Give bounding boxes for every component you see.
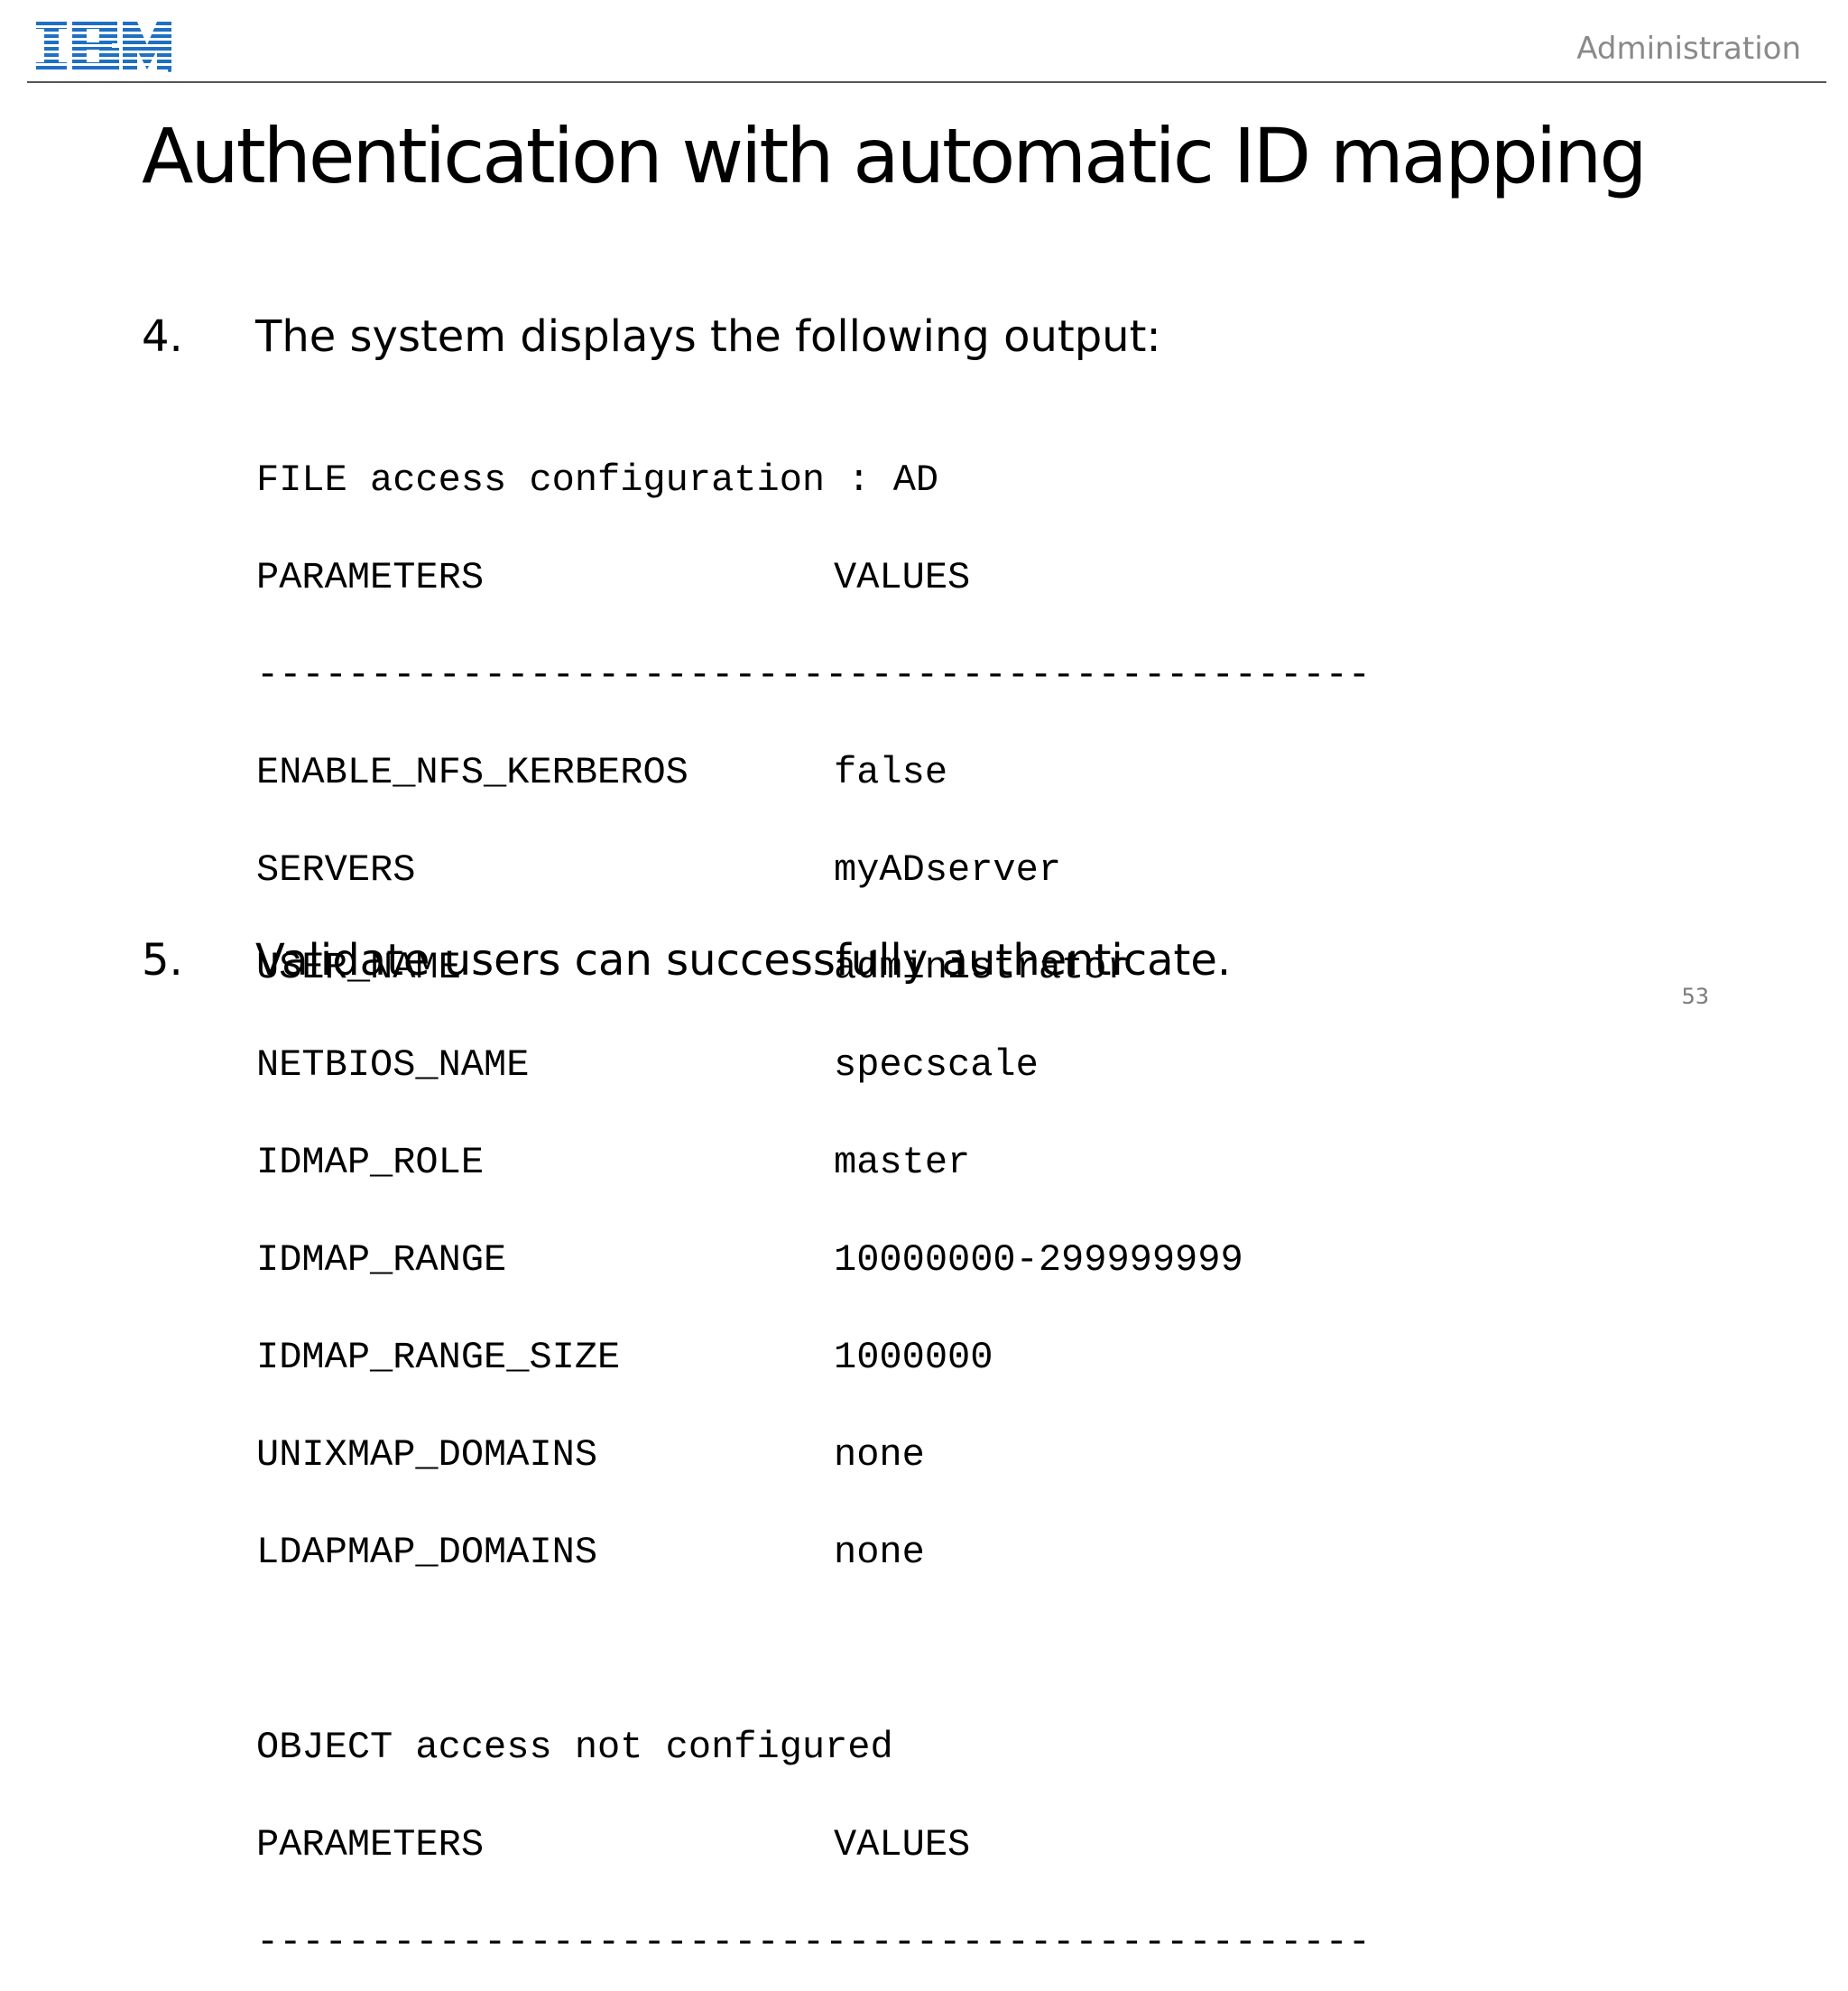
table-row: IDMAP_RANGE 10000000-299999999: [256, 1238, 1371, 1282]
param-value: 10000000-299999999: [834, 1238, 1243, 1282]
param-value: none: [834, 1531, 925, 1574]
param-name: USER_NAME: [256, 946, 461, 989]
step-number: 5.: [142, 935, 183, 986]
parameters-header: PARAMETERS: [256, 556, 485, 599]
table-row: USER_NAME administrator: [256, 946, 1371, 989]
step-text: The system displays the following output…: [255, 311, 1161, 362]
param-name: IDMAP_RANGE: [256, 1238, 507, 1282]
parameters-header: PARAMETERS: [256, 1823, 485, 1866]
slide-title: Authentication with automatic ID mapping: [142, 112, 1648, 200]
param-name: IDMAP_ROLE: [256, 1141, 485, 1184]
param-value: administrator: [834, 946, 1130, 989]
separator-line: ----------------------------------------…: [256, 653, 1372, 697]
param-value: 1000000: [834, 1336, 993, 1379]
table-header: PARAMETERS VALUES: [256, 1823, 1371, 1866]
table-row: IDMAP_ROLE master: [256, 1141, 1371, 1184]
table-row: UNIXMAP_DOMAINS none: [256, 1433, 1371, 1477]
param-name: LDAPMAP_DOMAINS: [256, 1531, 598, 1574]
file-heading: FILE access configuration : AD: [256, 458, 939, 502]
object-heading: OBJECT access not configured: [256, 1726, 893, 1769]
step-number: 4.: [142, 311, 183, 362]
table-row: IDMAP_RANGE_SIZE 1000000: [256, 1336, 1371, 1379]
param-name: IDMAP_RANGE_SIZE: [256, 1336, 621, 1379]
param-value: specscale: [834, 1043, 1039, 1087]
step-4: 4. The system displays the following outp…: [142, 310, 1161, 364]
param-name: ENABLE_NFS_KERBEROS: [256, 751, 688, 794]
table-row: SERVERS myADserver: [256, 848, 1371, 892]
header-divider: [27, 81, 1826, 83]
param-value: master: [834, 1141, 971, 1184]
values-header: VALUES: [834, 556, 971, 599]
step-text: Validate users can successfully authenti…: [255, 935, 1232, 986]
param-name: UNIXMAP_DOMAINS: [256, 1433, 598, 1477]
blank-line: [256, 1634, 1371, 1666]
table-row: LDAPMAP_DOMAINS none: [256, 1531, 1371, 1574]
page-number: 53: [1681, 984, 1709, 1009]
console-output: FILE access configuration : AD PARAMETER…: [256, 399, 1371, 1991]
param-name: NETBIOS_NAME: [256, 1043, 530, 1087]
param-value: myADserver: [834, 848, 1062, 892]
table-row: NETBIOS_NAME specscale: [256, 1043, 1371, 1087]
param-name: SERVERS: [256, 848, 416, 892]
param-value: none: [834, 1433, 925, 1477]
step-5: 5. Validate users can successfully authen…: [142, 933, 1231, 987]
section-label: Administration: [1576, 31, 1801, 67]
table-header: PARAMETERS VALUES: [256, 556, 1371, 599]
ibm-logo: [36, 22, 171, 72]
separator-line: ----------------------------------------…: [256, 1921, 1372, 1964]
values-header: VALUES: [834, 1823, 971, 1866]
table-row: ENABLE_NFS_KERBEROS false: [256, 751, 1371, 794]
param-value: false: [834, 751, 948, 794]
